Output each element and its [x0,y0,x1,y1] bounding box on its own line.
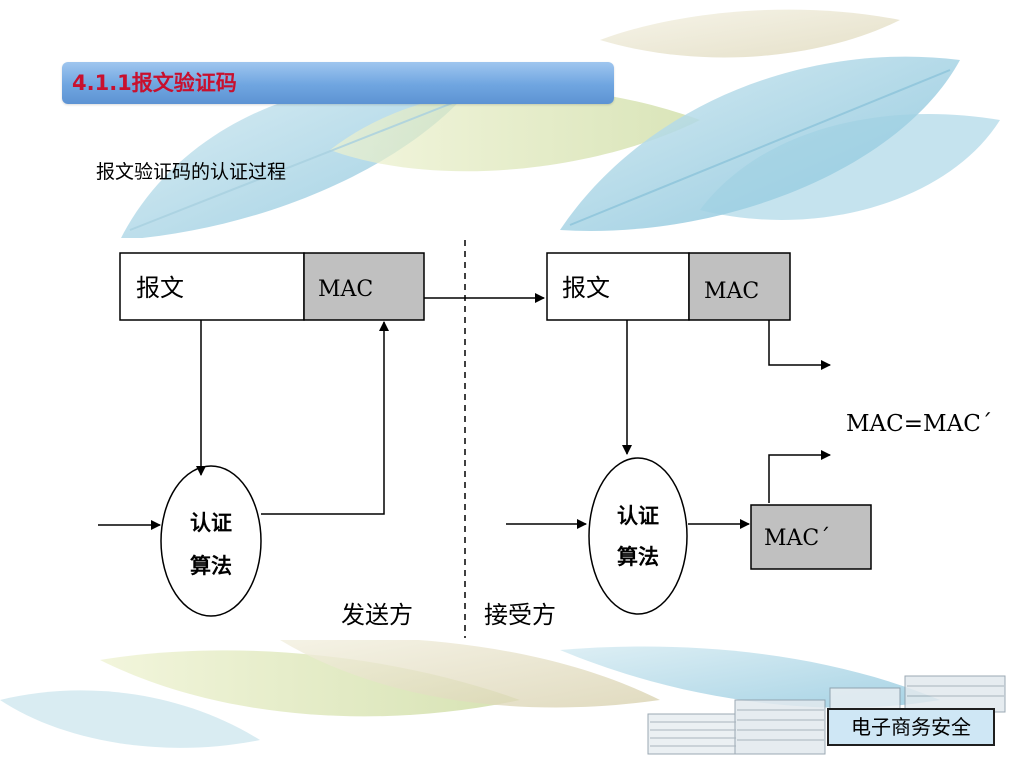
computed-mac-box [750,504,872,570]
sender-message-label: 报文 [136,274,184,302]
footer-course-label: 电子商务安全 [827,708,995,746]
computed-mac-to-compare-arrow [768,450,831,503]
sender-message-box [119,252,305,321]
sender-algorithm-to-mac-arrow [261,321,389,515]
comparison-label: MAC=MAC´ [846,411,992,437]
mac-authentication-diagram: 报文 MAC 认证 算法 发送方 报文 MAC 认证 算法 MAC´ MAC=M… [96,238,992,640]
title-bar [62,62,614,104]
receiver-algorithm-line2: 算法 [617,544,659,569]
received-mac-to-compare-arrow [768,320,831,370]
slide-subtitle: 报文验证码的认证过程 [96,161,287,183]
receiver-message-label: 报文 [562,274,610,302]
receiver-mac-box [688,252,791,321]
sender-mac-label: MAC [318,277,373,302]
sender-mac-box [303,252,425,321]
sender-algorithm-line1: 认证 [190,510,232,535]
sender-algorithm-line2: 算法 [190,553,232,578]
receiver-algorithm-line1: 认证 [617,503,659,528]
sender-side-label: 发送方 [341,601,413,629]
computed-mac-label: MAC´ [764,526,830,551]
slide-title: 4.1.1报文验证码 [72,71,237,95]
receiver-mac-label: MAC [704,279,759,304]
sender-algorithm-ellipse [160,465,262,617]
receiver-message-box [546,252,690,321]
receiver-algorithm-ellipse [588,457,688,615]
receiver-side-label: 接受方 [484,601,556,629]
